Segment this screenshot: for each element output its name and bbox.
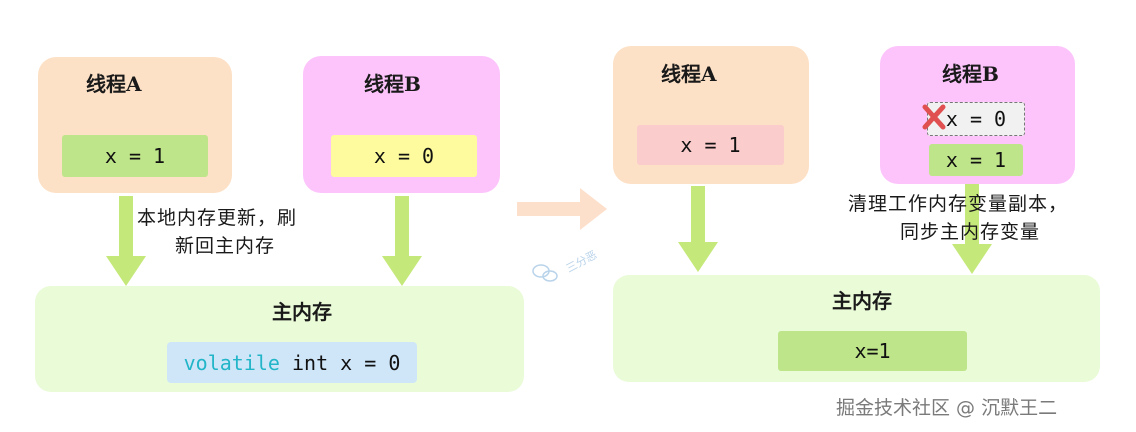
volatile-keyword: volatile — [183, 350, 280, 375]
right-main-memory-value: x=1 — [778, 331, 967, 371]
left-thread-b-value: x = 0 — [331, 135, 477, 177]
right-note: 清理工作内存变量副本， 同步主内存变量 — [848, 190, 1068, 246]
left-note-line2: 新回主内存 — [175, 235, 276, 257]
chat-logo-icon — [532, 264, 558, 282]
arrow-left-a-to-main — [106, 196, 146, 286]
right-thread-a-value: x = 1 — [637, 125, 784, 165]
right-thread-b-new-value: x = 1 — [929, 144, 1023, 176]
left-note: 本地内存更新，刷 新回主内存 — [137, 204, 297, 260]
arrow-right-a-to-main — [678, 186, 718, 272]
left-thread-a-title: 线程A — [86, 72, 142, 96]
left-thread-a-value: x = 1 — [62, 135, 208, 177]
left-main-memory-title: 主内存 — [272, 300, 332, 324]
left-thread-b-title: 线程B — [364, 72, 421, 96]
right-note-line1: 清理工作内存变量副本， — [848, 193, 1069, 215]
watermark: 掘金技术社区 @ 沉默王二 — [836, 397, 1058, 419]
right-thread-a-title: 线程A — [661, 62, 717, 86]
code-declaration: int x = 0 — [279, 350, 401, 375]
transition-arrow — [517, 188, 607, 230]
arrow-right-main-to-b — [952, 184, 992, 274]
left-note-line1: 本地内存更新，刷 — [137, 207, 298, 229]
right-main-memory-title: 主内存 — [832, 289, 892, 313]
left-main-memory-code: volatile int x = 0 — [167, 342, 417, 383]
right-thread-b-stale-value: x = 0 — [927, 102, 1025, 136]
right-thread-b-title: 线程B — [942, 62, 999, 86]
arrow-left-b-to-main — [382, 196, 422, 286]
right-note-line2: 同步主内存变量 — [900, 221, 1041, 243]
